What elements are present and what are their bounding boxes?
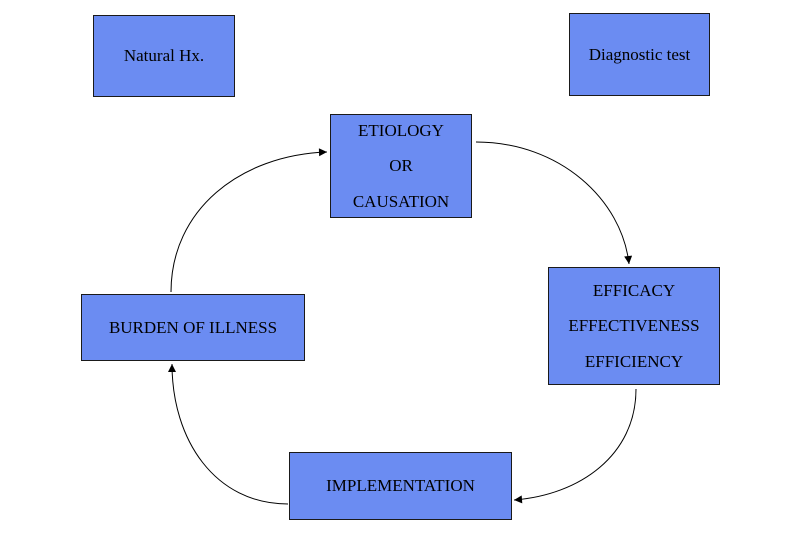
natural-history-label: Natural Hx. (123, 46, 205, 65)
arrow-efficacy-to-implementation (513, 388, 637, 504)
efficacy-line-1: EFFICACY (592, 280, 676, 300)
diagnostic-test-box: Diagnostic test (569, 13, 710, 96)
burden-of-illness-box: BURDEN OF ILLNESS (81, 294, 305, 361)
etiology-box: ETIOLOGY OR CAUSATION (330, 114, 472, 218)
efficacy-line-2: EFFECTIVENESS (568, 316, 700, 336)
arrow-implementation-to-burden (168, 363, 289, 505)
implementation-label: IMPLEMENTATION (326, 476, 475, 495)
diagnostic-test-label: Diagnostic test (588, 44, 691, 64)
efficacy-box: EFFICACY EFFECTIVENESS EFFICIENCY (548, 267, 720, 385)
efficacy-line-3: EFFICIENCY (584, 351, 684, 371)
natural-history-box: Natural Hx. (93, 15, 235, 97)
arrow-etiology-to-efficacy (475, 141, 633, 265)
etiology-line-2: OR (389, 156, 413, 176)
burden-of-illness-label: BURDEN OF ILLNESS (108, 317, 278, 337)
implementation-box: IMPLEMENTATION (289, 452, 512, 520)
arrow-burden-to-etiology (170, 148, 328, 293)
etiology-line-1: ETIOLOGY (358, 120, 444, 140)
etiology-line-3: CAUSATION (352, 191, 450, 211)
